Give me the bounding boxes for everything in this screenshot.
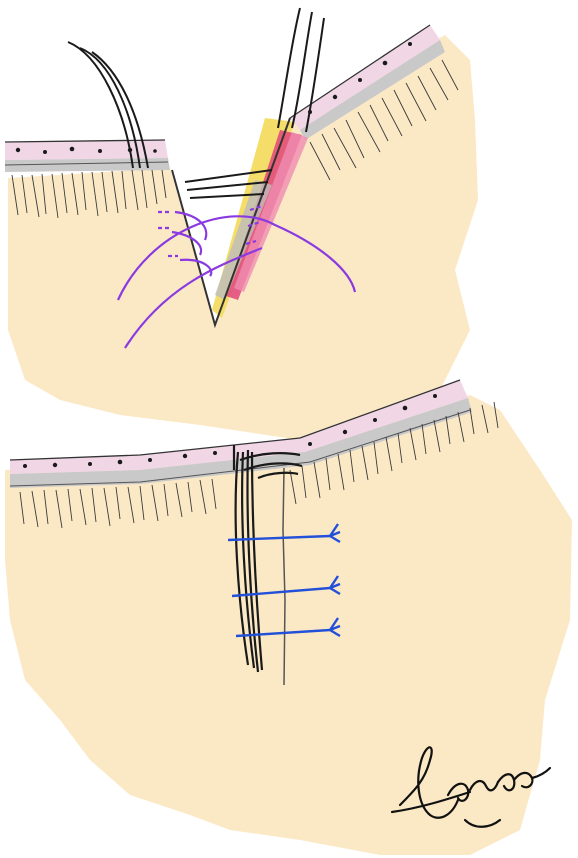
wedge-excision-panel: [5, 8, 478, 440]
closed-incision-panel: [5, 380, 572, 855]
